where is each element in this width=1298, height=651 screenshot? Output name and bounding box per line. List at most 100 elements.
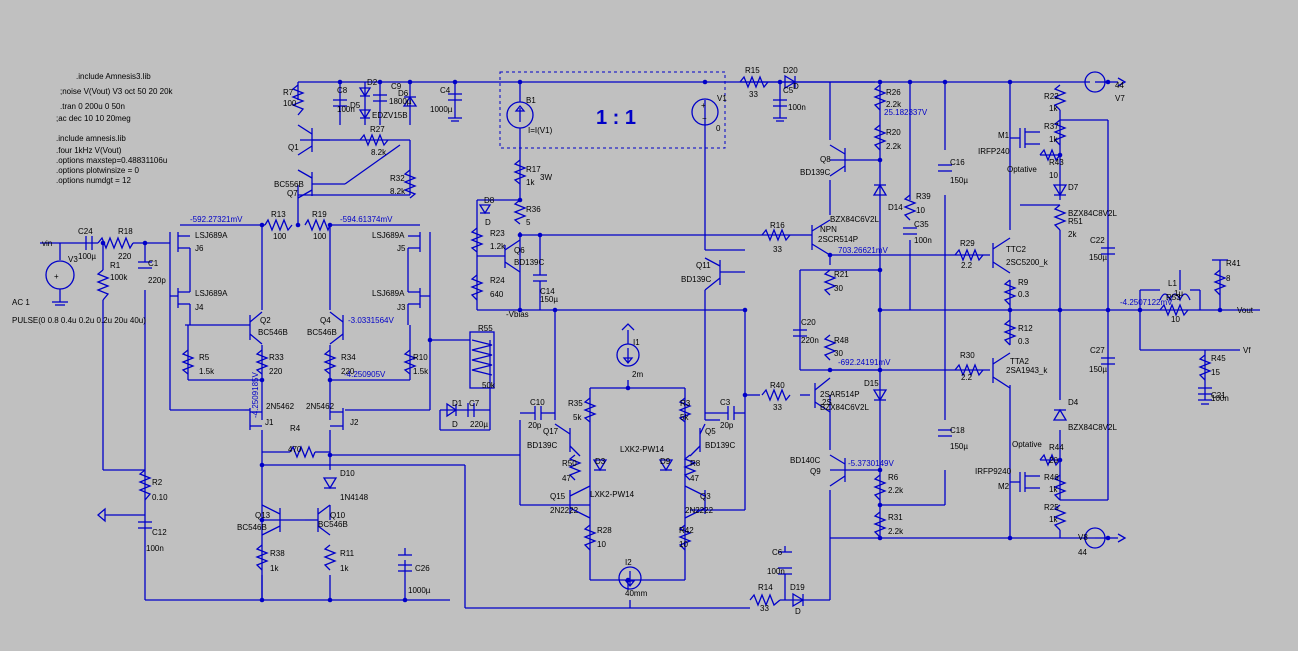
component-ref-r46: R46 xyxy=(1044,473,1059,482)
component-ref-r29: R29 xyxy=(960,239,975,248)
net-vbias: -Vbias xyxy=(506,310,529,319)
component-ref-c26: C26 xyxy=(415,564,430,573)
component-ref-r44: R44 xyxy=(1049,443,1064,452)
component-ref-r45: R45 xyxy=(1211,354,1226,363)
voltage-v4: 703.26621mV xyxy=(838,246,888,255)
component-value-r44: 20 xyxy=(1049,456,1058,465)
component-value-r33: 220 xyxy=(269,367,283,376)
component-ref-r27: R27 xyxy=(370,125,385,134)
component-value-j5: LSJ689A xyxy=(372,231,405,240)
component-value-c21: 100n xyxy=(1211,394,1229,403)
component-ref-r25: R25 xyxy=(1044,503,1059,512)
component-ref-r30: R30 xyxy=(960,351,975,360)
component-value-r41: 8 xyxy=(1226,274,1231,283)
component-ref-r21: R21 xyxy=(834,270,849,279)
component-value-r48: 30 xyxy=(834,349,843,358)
component-ref-d3: D3 xyxy=(595,457,606,466)
component-value-c12: 100n xyxy=(146,544,164,553)
component-ref-c8: C8 xyxy=(337,86,348,95)
component-value-c1: 220p xyxy=(148,276,166,285)
component-ref-i2: I2 xyxy=(625,558,632,567)
component-value-r9: 0.3 xyxy=(1018,290,1030,299)
component-value-i2: 40mm xyxy=(625,589,648,598)
component-ref-d9: D9 xyxy=(660,457,671,466)
component-value-tta2: 2SA1943_k xyxy=(1006,366,1048,375)
component-ref-r22: R22 xyxy=(1044,92,1059,101)
component-ref-r33: R33 xyxy=(269,353,284,362)
component-value-j1: 2N5462 xyxy=(266,402,295,411)
component-ref-r24: R24 xyxy=(490,276,505,285)
component-ref-r5: R5 xyxy=(199,353,210,362)
component-value-v7: 44 xyxy=(1115,81,1124,90)
voltage-v5: -4.2507122mV xyxy=(1120,298,1173,307)
component-ref-optative2: Optative xyxy=(1012,440,1042,449)
component-value-bc556b2: BC556B xyxy=(274,180,304,189)
component-value-j6: LSJ689A xyxy=(195,231,228,240)
component-value-r45: 15 xyxy=(1211,368,1220,377)
component-value-c24: 100µ xyxy=(78,252,96,261)
component-ref-c27: C27 xyxy=(1090,346,1105,355)
component-ref-r28: R28 xyxy=(597,526,612,535)
component-value-q15: 2N2222 xyxy=(550,506,579,515)
component-value-d7: BZX84C8V2L xyxy=(1068,209,1117,218)
component-value-r37: 1k xyxy=(1049,135,1058,144)
component-value-r26: 2.2k xyxy=(886,100,902,109)
component-value-d20: D xyxy=(793,82,799,91)
transformer-ratio-label: 1 : 1 xyxy=(596,107,636,129)
component-value-r36: 5 xyxy=(526,218,531,227)
component-value-r16: 33 xyxy=(773,245,782,254)
component-ref-r8: R8 xyxy=(690,459,701,468)
component-ref-j4: J4 xyxy=(195,303,204,312)
svg-text:−: − xyxy=(702,114,707,123)
component-ref-q7: Q7 xyxy=(287,189,298,198)
component-value-c3: 20p xyxy=(720,421,734,430)
component-ref-v7: V7 xyxy=(1115,94,1125,103)
component-value-c22: 150µ xyxy=(1089,253,1107,262)
svg-text:+: + xyxy=(54,272,59,281)
directive-1: ;noise V(Vout) V3 oct 50 20 20k xyxy=(60,87,174,96)
component-ref-r41: R41 xyxy=(1226,259,1241,268)
component-ref-q2: Q2 xyxy=(260,316,271,325)
component-value-v1: 0 xyxy=(716,124,721,133)
voltage-v7: -3.0331564V xyxy=(348,316,394,325)
svg-text:+: + xyxy=(701,101,706,110)
component-value-d19: D xyxy=(795,607,801,616)
component-value-r42: 10 xyxy=(679,540,688,549)
component-value-r51: 2k xyxy=(1068,230,1077,239)
component-ref-q15: Q15 xyxy=(550,492,566,501)
component-ref-c4: C4 xyxy=(440,86,451,95)
component-ref-q10: Q10 xyxy=(330,511,346,520)
component-ref-d20: D20 xyxy=(783,66,798,75)
component-ref-r48: R48 xyxy=(834,336,849,345)
component-value-c35: 100n xyxy=(914,236,932,245)
component-value-r28: 10 xyxy=(597,540,606,549)
component-ref-j3: J3 xyxy=(397,303,406,312)
voltage-v3: 25.182337V xyxy=(884,108,928,117)
component-value-q5: BD139C xyxy=(705,441,735,450)
component-value-m2: IRFP9240 xyxy=(975,467,1012,476)
component-ref-r9: R9 xyxy=(1018,278,1029,287)
directive-6: .options maxstep=0.48831106u xyxy=(56,156,167,165)
component-value-r30: 2.2 xyxy=(961,373,973,382)
component-ref-tta2: TTA2 xyxy=(1010,357,1030,366)
component-ref-c24: C24 xyxy=(78,227,93,236)
component-value-q11: BD139C xyxy=(681,275,711,284)
component-value-v8: 44 xyxy=(1078,548,1087,557)
component-value-q13: BC546B xyxy=(237,523,267,532)
directive-2: .tran 0 200u 0 50n xyxy=(60,102,125,111)
component-ref-r32: R32 xyxy=(390,174,405,183)
component-ref-d10: D10 xyxy=(340,469,355,478)
component-value-i1: 2m xyxy=(632,370,643,379)
component-ref-d2: D2 xyxy=(367,78,378,87)
component-value-r7: 100 xyxy=(283,99,297,108)
voltage-v10: -5.3730149V xyxy=(848,459,894,468)
component-value-c4: 1000µ xyxy=(430,105,453,114)
component-ref-q5: Q5 xyxy=(705,427,716,436)
component-ref-r50: R50 xyxy=(562,459,577,468)
component-value-c10: 20p xyxy=(528,421,542,430)
component-ref-d14: D14 xyxy=(888,203,903,212)
component-value-r46: 1k xyxy=(1049,485,1058,494)
component-ref-q6: Q6 xyxy=(514,246,525,255)
component-ref-r10: R10 xyxy=(413,353,428,362)
